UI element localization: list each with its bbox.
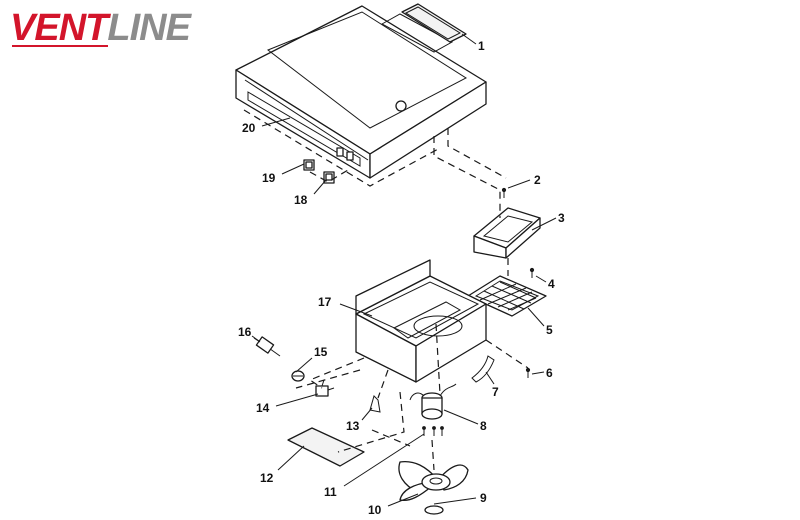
callout-8: 8 [480, 419, 487, 433]
part-4-screw [529, 267, 535, 278]
ventline-logo: VENTLINE [10, 7, 194, 49]
part-17-box [355, 259, 487, 383]
svg-text:VENTLINE: VENTLINE [10, 7, 193, 49]
callout-2: 2 [534, 173, 541, 187]
part-11-screws [422, 426, 444, 436]
part-6-screw [525, 367, 531, 378]
callout-17: 17 [318, 295, 332, 309]
callout-1: 1 [478, 39, 485, 53]
part-20-housing [235, 5, 487, 179]
part-1-plate [401, 3, 467, 43]
part-13-bracket [369, 395, 381, 413]
part-9-washer [424, 505, 444, 515]
callout-6: 6 [546, 366, 553, 380]
callout-11: 11 [324, 485, 337, 499]
part-19-switch [303, 159, 315, 171]
callout-9: 9 [480, 491, 487, 505]
part-5-filter [467, 275, 547, 317]
callout-4: 4 [548, 277, 555, 291]
part-15-knob [291, 370, 305, 382]
callout-3: 3 [558, 211, 565, 225]
part-8-motor [409, 383, 457, 420]
leader-lines [253, 33, 557, 507]
callout-18: 18 [294, 193, 308, 207]
part-3-duct [473, 207, 541, 259]
logo-vent: VENT [10, 7, 111, 49]
callout-16: 16 [238, 325, 252, 339]
callout-15: 15 [314, 345, 328, 359]
callout-12: 12 [260, 471, 274, 485]
callout-13: 13 [346, 419, 360, 433]
callout-5: 5 [546, 323, 553, 337]
callout-18-19: 19 [262, 171, 276, 185]
part-10-fan [398, 460, 469, 502]
logo-line: LINE [107, 7, 192, 49]
callout-14: 14 [256, 401, 270, 415]
callout-20: 20 [242, 121, 256, 135]
part-18-switch [323, 171, 335, 184]
part-7-clip [471, 355, 495, 383]
callout-7: 7 [492, 385, 499, 399]
assembly-lines [243, 109, 529, 471]
callout-10: 10 [368, 503, 382, 517]
callout-labels: 1 2 3 4 5 6 7 8 9 10 11 12 13 14 15 16 1… [238, 39, 565, 517]
part-14-switch [315, 379, 335, 397]
part-2-screw [501, 187, 507, 198]
part-12-panel [287, 427, 365, 467]
